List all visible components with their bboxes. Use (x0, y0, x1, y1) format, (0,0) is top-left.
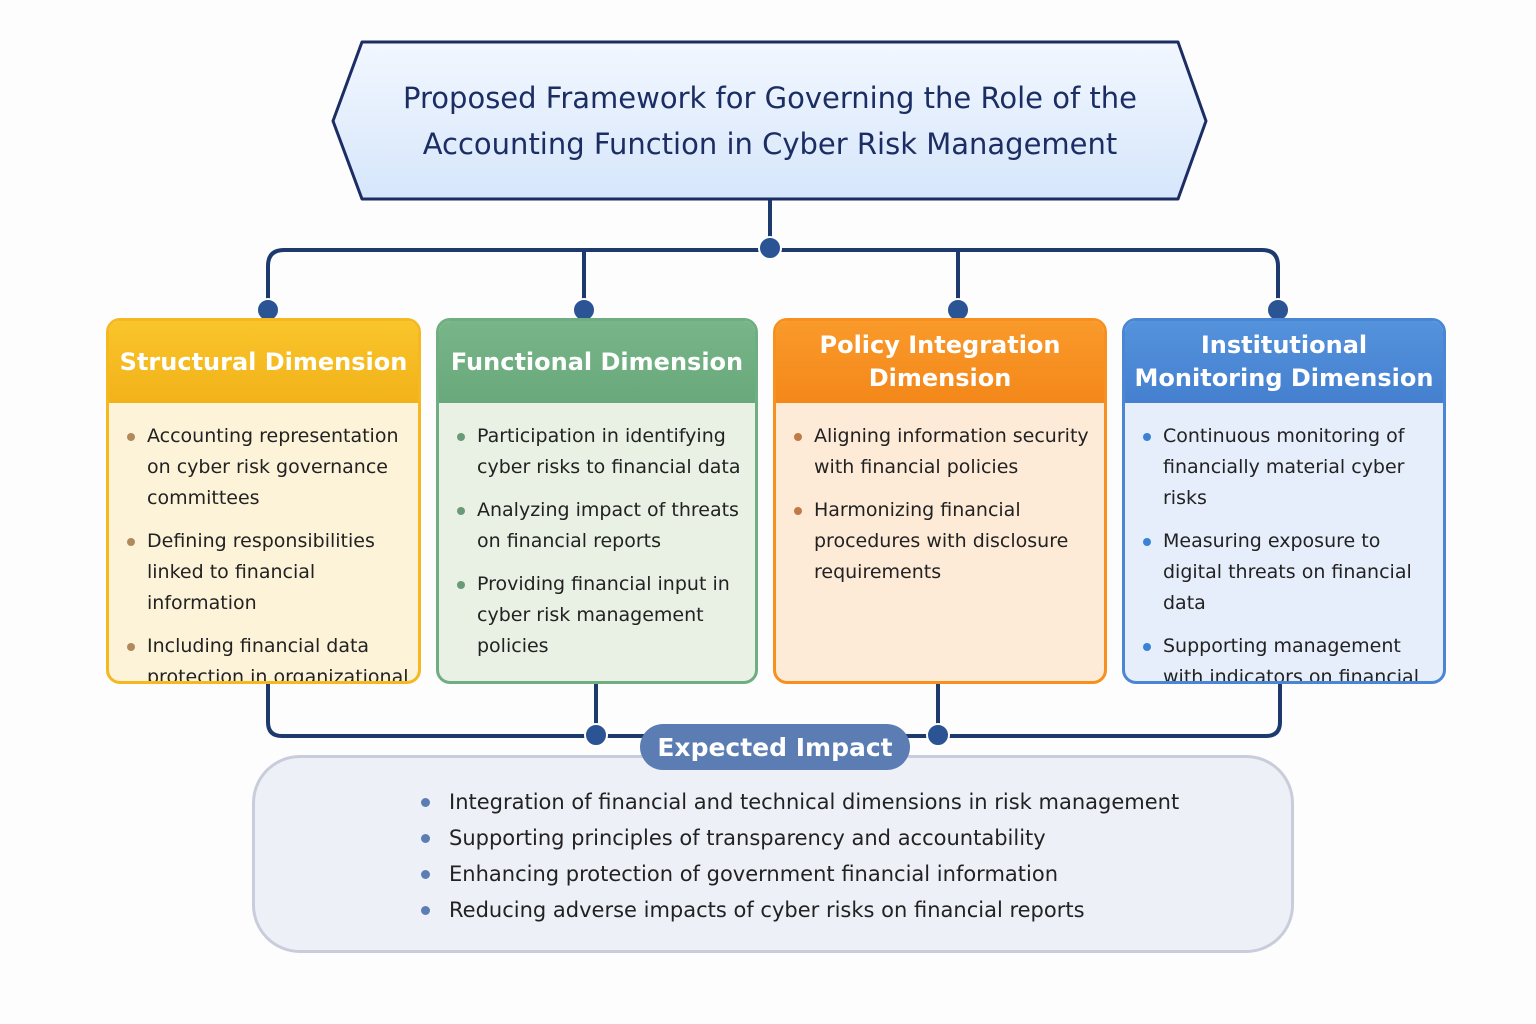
impact-item: Enhancing protection of government finan… (419, 856, 1291, 892)
list-item: Providing financial input in cyber risk … (453, 569, 751, 662)
impact-item: Supporting principles of transparency an… (419, 820, 1291, 856)
card-policy-integration-dimension: Policy Integration Dimension Aligning in… (773, 318, 1107, 684)
junction-dot (584, 723, 608, 747)
card-title: Institutional Monitoring Dimension (1125, 321, 1443, 403)
card-title: Functional Dimension (439, 321, 755, 403)
list-item: Analyzing impact of threats on financial… (453, 495, 751, 557)
title-line-2: Accounting Function in Cyber Risk Manage… (422, 127, 1118, 161)
list-item: Accounting representation on cyber risk … (123, 421, 414, 514)
card-title: Policy Integration Dimension (776, 321, 1104, 403)
impact-item: Integration of financial and technical d… (419, 784, 1291, 820)
list-item: Aligning information security with finan… (790, 421, 1100, 483)
card-title: Structural Dimension (109, 321, 418, 403)
title-hexagon (331, 40, 1208, 201)
list-item: Including financial data protection in o… (123, 631, 414, 681)
card-structural-dimension: Structural Dimension Accounting represen… (106, 318, 421, 684)
page-title: Proposed Framework for Governing the Rol… (332, 40, 1208, 202)
list-item: Supporting management with indicators on… (1139, 631, 1439, 681)
list-item: Defining responsibilities linked to fina… (123, 526, 414, 619)
list-item: Measuring exposure to digital threats on… (1139, 526, 1439, 619)
list-item: Harmonizing financial procedures with di… (790, 495, 1100, 588)
card-institutional-monitoring-dimension: Institutional Monitoring Dimension Conti… (1122, 318, 1446, 684)
junction-dot (758, 236, 782, 260)
expected-impact-box: Integration of financial and technical d… (252, 755, 1294, 953)
list-item: Participation in identifying cyber risks… (453, 421, 751, 483)
impact-item: Reducing adverse impacts of cyber risks … (419, 892, 1291, 928)
expected-impact-label: Expected Impact (640, 724, 910, 770)
junction-dot (926, 723, 950, 747)
title-line-1: Proposed Framework for Governing the Rol… (403, 81, 1137, 115)
list-item: Continuous monitoring of financially mat… (1139, 421, 1439, 514)
card-functional-dimension: Functional Dimension Participation in id… (436, 318, 758, 684)
